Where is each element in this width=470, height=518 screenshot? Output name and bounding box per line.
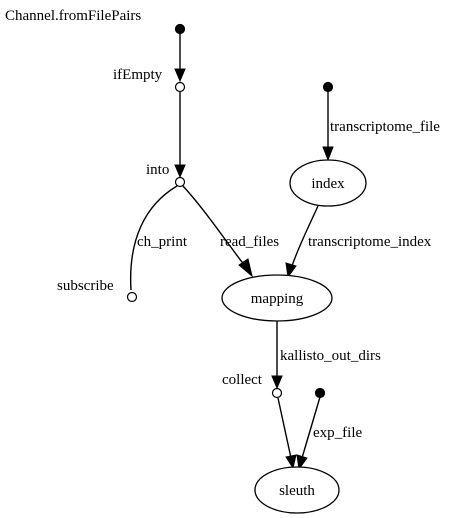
sleuth-label: sleuth — [279, 483, 315, 499]
subscribe-label: subscribe — [57, 278, 114, 294]
transcriptome-source-dot — [322, 81, 334, 93]
arrowhead — [271, 375, 283, 390]
transcriptome-index-label: transcriptome_index — [308, 234, 432, 250]
edge-into-to-subscribe — [129, 185, 178, 291]
collect-operator-dot — [271, 387, 283, 399]
arrowhead — [285, 454, 297, 470]
edge-expfile-to-sleuth — [301, 396, 321, 459]
arrowhead — [322, 146, 334, 162]
ifempty-label: ifEmpty — [113, 67, 163, 83]
ifempty-operator-dot — [174, 81, 186, 93]
channel-label: Channel.fromFilePairs — [5, 8, 141, 24]
edge-into-to-mapping — [182, 185, 246, 267]
kallisto-out-dirs-label: kallisto_out_dirs — [280, 348, 381, 364]
read-files-label: read_files — [220, 234, 279, 250]
into-label: into — [146, 162, 169, 178]
ch-print-label: ch_print — [137, 234, 188, 250]
expfile-source-dot — [314, 387, 326, 399]
subscribe-operator-dot — [126, 291, 138, 303]
arrowhead — [174, 164, 186, 179]
mapping-process-node — [221, 274, 333, 322]
sleuth-process-node — [254, 466, 340, 514]
index-label: index — [311, 176, 345, 192]
arrowhead — [174, 68, 186, 83]
edge-index-to-mapping — [291, 205, 319, 267]
exp-file-label: exp_file — [313, 425, 362, 441]
transcriptome-file-label: transcriptome_file — [330, 119, 440, 135]
index-process-node — [289, 159, 367, 207]
edge-collect-to-sleuth — [277, 397, 292, 459]
into-operator-dot — [174, 176, 186, 188]
channel-source-dot — [174, 23, 186, 35]
collect-label: collect — [222, 372, 263, 388]
arrowhead — [238, 258, 253, 278]
mapping-label: mapping — [251, 291, 304, 307]
arrowhead — [296, 454, 308, 471]
arrowhead — [285, 262, 297, 279]
